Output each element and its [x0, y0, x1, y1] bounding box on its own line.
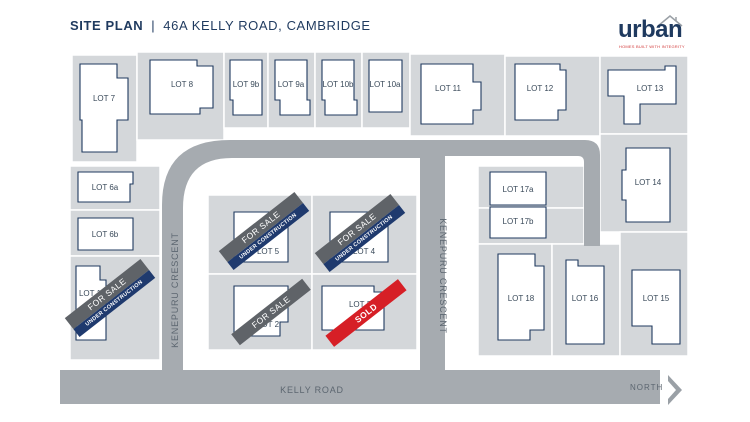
house-lot-17a: [489, 171, 547, 206]
lot-label-6a: LOT 6a: [92, 183, 119, 192]
lot-label-18: LOT 18: [508, 294, 535, 303]
house-lot-12: [514, 63, 567, 121]
lot-label-16: LOT 16: [572, 294, 599, 303]
lot-label-12: LOT 12: [527, 84, 554, 93]
logo-word: urban: [618, 16, 683, 43]
lot-label-4: LOT 4: [353, 247, 376, 256]
page-title: SITE PLAN | 46A KELLY ROAD, CAMBRIDGE: [70, 18, 371, 33]
house-lot-15: [631, 269, 681, 345]
house-lot-6a: [77, 171, 134, 203]
urban-logo: urban HOMES BUILT WITH INTEGRITY: [618, 12, 685, 49]
lot-label-10a: LOT 10a: [370, 80, 402, 89]
house-roof-icon: [657, 15, 683, 27]
lot-label-13: LOT 13: [637, 84, 664, 93]
house-lot-14: [621, 147, 671, 223]
keneparu-crescent-stub: [445, 140, 600, 246]
house-lot-10a: [368, 59, 403, 113]
keneparu-right-label: KENEPURU CRESCENT: [438, 218, 448, 334]
house-lot-8: [149, 59, 214, 115]
lot-label-9b: LOT 9b: [233, 80, 260, 89]
lot-label-17b: LOT 17b: [503, 217, 535, 226]
house-lot-9b: [229, 59, 263, 116]
north-arrow-icon: [668, 375, 682, 405]
house-lot-17b: [489, 206, 547, 239]
lot-label-6b: LOT 6b: [92, 230, 119, 239]
house-lot-10b: [321, 59, 358, 116]
lot-label-15: LOT 15: [643, 294, 670, 303]
kelly-road-label: KELLY ROAD: [280, 385, 344, 395]
house-lot-16: [565, 259, 605, 345]
lot-label-17a: LOT 17a: [503, 185, 535, 194]
kelly-road: [60, 370, 660, 404]
lot-label-14: LOT 14: [635, 178, 662, 187]
logo-tagline: HOMES BUILT WITH INTEGRITY: [619, 44, 685, 49]
keneparu-crescent-right: [420, 140, 445, 370]
keneparu-crescent-left: [162, 140, 420, 370]
house-lot-7: [79, 63, 129, 153]
lot-label-7: LOT 7: [93, 94, 116, 103]
north-label: NORTH: [630, 383, 664, 392]
lot-label-8: LOT 8: [171, 80, 194, 89]
site-plan-label: SITE PLAN: [70, 18, 144, 33]
house-lot-13: [607, 65, 677, 125]
address-label: 46A KELLY ROAD, CAMBRIDGE: [163, 18, 371, 33]
lot-label-5: LOT 5: [257, 247, 280, 256]
title-separator: |: [151, 18, 156, 33]
lot-label-1: LOT 1: [79, 289, 102, 298]
house-lot-9a: [274, 59, 311, 116]
lot-label-11: LOT 11: [435, 84, 461, 93]
lot-label-3: LOT 3: [349, 300, 372, 309]
keneparu-left-label: KENEPURU CRESCENT: [170, 232, 180, 348]
house-lot-6b: [77, 217, 134, 251]
lot-label-9a: LOT 9a: [278, 80, 305, 89]
lot-label-10b: LOT 10b: [323, 80, 355, 89]
house-lot-18: [497, 253, 545, 341]
house-lot-11: [420, 63, 482, 125]
lot-label-2: LOT 2: [257, 320, 280, 329]
